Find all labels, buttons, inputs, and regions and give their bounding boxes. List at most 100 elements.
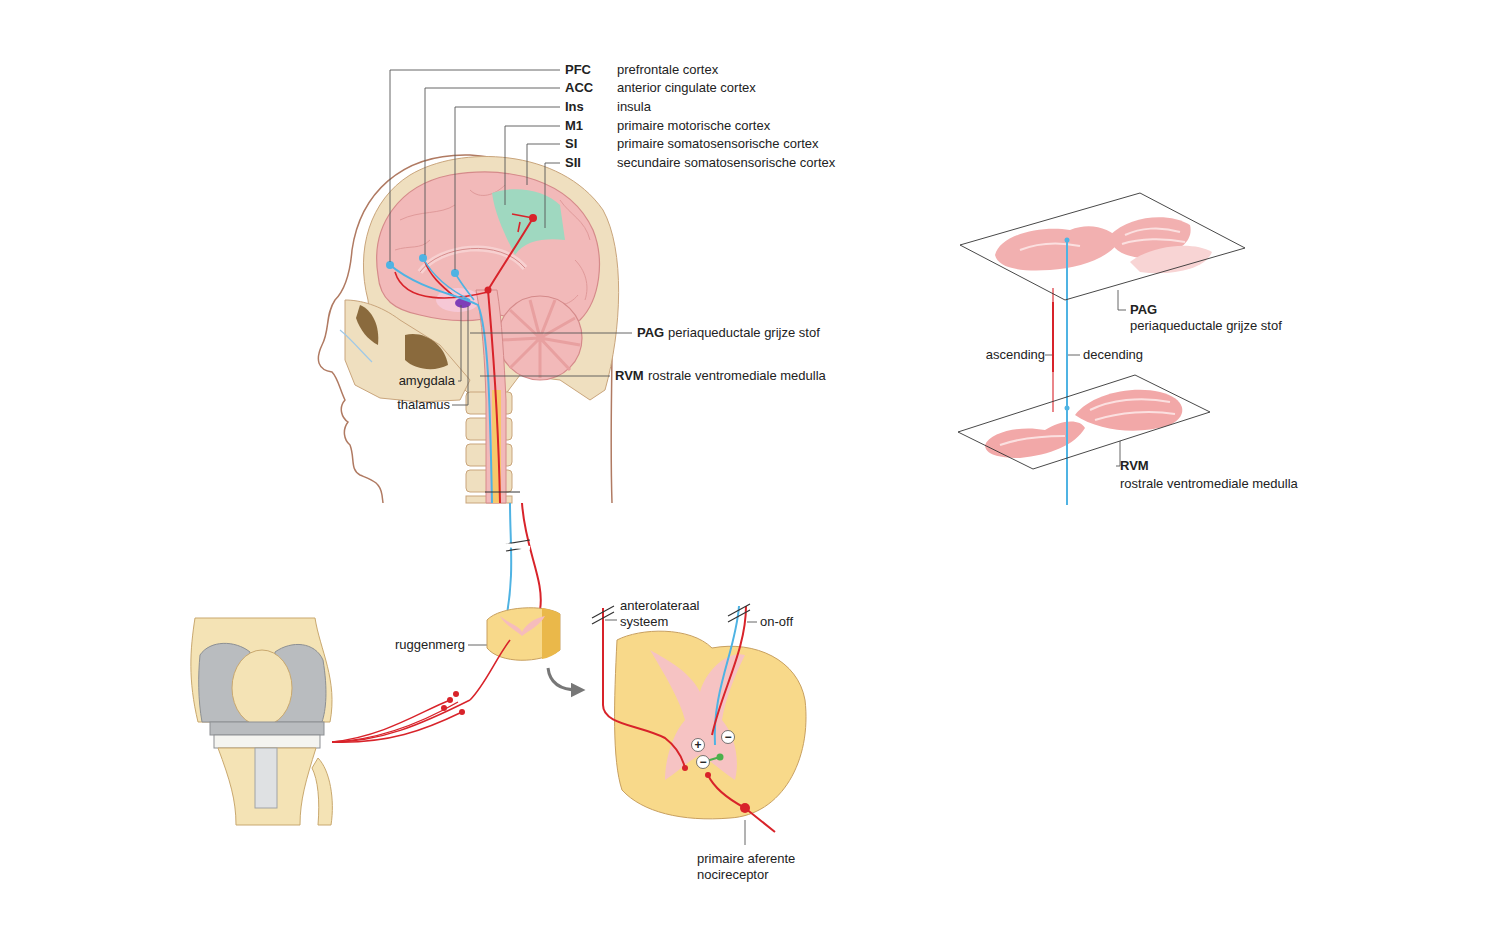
- leader-line: [745, 820, 746, 845]
- knee-prosthesis: [312, 758, 332, 825]
- cerebellum: [498, 296, 582, 380]
- leader-line: [605, 620, 617, 621]
- abbreviation: PAG: [637, 325, 664, 341]
- leader-line: [470, 333, 632, 334]
- abbreviation: SII: [565, 155, 581, 171]
- part-label: ruggenmerg: [360, 637, 465, 653]
- synapse-sign: −: [696, 754, 710, 770]
- leader-line: [390, 70, 1126, 845]
- cord-cross-section: [615, 631, 806, 819]
- cross-section-pathways: [682, 765, 688, 771]
- pag-slice: [995, 226, 1120, 270]
- knee-nerves: [441, 705, 447, 711]
- plane-outline: [958, 190, 1248, 302]
- leader-line: [545, 163, 560, 228]
- descending-pathway: [386, 261, 394, 269]
- region-name: rostrale ventromediale medulla: [1120, 476, 1298, 492]
- cerebellum: [502, 300, 580, 378]
- abbreviation: PAG: [1130, 302, 1157, 318]
- ascending-pathway: [488, 218, 533, 503]
- synapse-sign: −: [721, 729, 735, 745]
- leader-line: [527, 144, 560, 185]
- ascending-pathway: [395, 214, 537, 503]
- spinal-cord-block: [542, 608, 560, 659]
- region-name: primaire motorische cortex: [617, 118, 770, 134]
- cross-section-pathways: [603, 608, 685, 768]
- abbreviation: M1: [565, 118, 583, 134]
- pag-slice: [960, 193, 1245, 300]
- ascending-pathway: [485, 287, 492, 294]
- cord-cross-section: [650, 650, 745, 780]
- knee-prosthesis: [218, 748, 316, 825]
- brain: [395, 185, 590, 305]
- cross-section-pathways: [592, 604, 775, 832]
- descending-pathway: [419, 254, 427, 262]
- region-name: periaqueductale grijze stof: [1130, 318, 1282, 334]
- skull: [340, 330, 372, 362]
- region-name: rostrale ventromediale medulla: [648, 368, 826, 384]
- region-name: insula: [617, 99, 651, 115]
- cross-section-pathways: [715, 606, 739, 745]
- cord-cross-section: [615, 631, 806, 819]
- abbreviation: PFC: [565, 62, 591, 78]
- spinal-pathways: [506, 540, 530, 551]
- knee-nerves: [332, 700, 450, 742]
- tract-label: anterolateraal systeem: [620, 598, 715, 630]
- cross-section-pathways: [717, 754, 724, 761]
- tract-line: [1052, 288, 1054, 412]
- spinal-pathways: [505, 503, 511, 625]
- leader-line: [480, 376, 610, 377]
- rvm-slice: [958, 375, 1210, 469]
- tract-label: on-off: [760, 614, 793, 630]
- knee-prosthesis: [232, 650, 292, 726]
- spinal-cord-block: [487, 608, 560, 661]
- pag-slice: [1020, 243, 1080, 250]
- zoom-arrow: [548, 668, 578, 690]
- brain: [420, 248, 525, 272]
- leader-line: [455, 107, 560, 270]
- abbreviation: SI: [565, 136, 577, 152]
- knee-nerves: [332, 691, 470, 742]
- spinal-pathways: [485, 492, 520, 493]
- leader-line: [452, 306, 468, 405]
- region-name: primaire somatosensorische cortex: [617, 136, 819, 152]
- pag-slice: [960, 193, 1245, 300]
- cerebellum: [498, 296, 582, 380]
- tract-line: [1066, 242, 1068, 505]
- region-name: periaqueductale grijze stof: [668, 325, 820, 341]
- cross-section-pathways: [712, 606, 746, 735]
- leader-line: [1118, 290, 1126, 310]
- knee-prosthesis: [191, 618, 332, 825]
- rvm-slice: [958, 375, 1210, 469]
- cross-section-pathways: [740, 803, 750, 813]
- plane-outline: [960, 193, 1245, 300]
- leader-line: [1116, 440, 1120, 466]
- knee-nerves: [332, 702, 458, 742]
- brain: [492, 189, 565, 255]
- skull: [356, 305, 378, 345]
- plane-outline: [955, 372, 1213, 472]
- pag-slice: [1122, 228, 1185, 244]
- descending-pathway: [451, 269, 459, 277]
- slice-plane: RVMrostrale ventromediale medulla: [955, 372, 1213, 472]
- spinal-pathways: [506, 545, 530, 548]
- spinal-cord-block: [470, 640, 510, 700]
- skull: [340, 156, 619, 402]
- tract-line: [1053, 242, 1070, 505]
- plane-outline: [958, 375, 1210, 469]
- leader-line: [1045, 355, 1053, 356]
- part-label: amygdala: [355, 373, 455, 389]
- abbreviation: RVM: [1120, 458, 1149, 474]
- abbreviation: ACC: [565, 80, 593, 96]
- knee-nerves: [453, 691, 459, 697]
- tract-label: ascending: [925, 347, 1045, 363]
- leader-line: [458, 305, 461, 381]
- knee-nerves: [459, 709, 465, 715]
- pag-slice: [1065, 238, 1070, 243]
- region-name: anterior cingulate cortex: [617, 80, 756, 96]
- knee-prosthesis: [214, 735, 320, 748]
- part-label: thalamus: [350, 397, 450, 413]
- region-name: secundaire somatosensorische cortex: [617, 155, 835, 171]
- tract-label: decending: [1083, 347, 1143, 363]
